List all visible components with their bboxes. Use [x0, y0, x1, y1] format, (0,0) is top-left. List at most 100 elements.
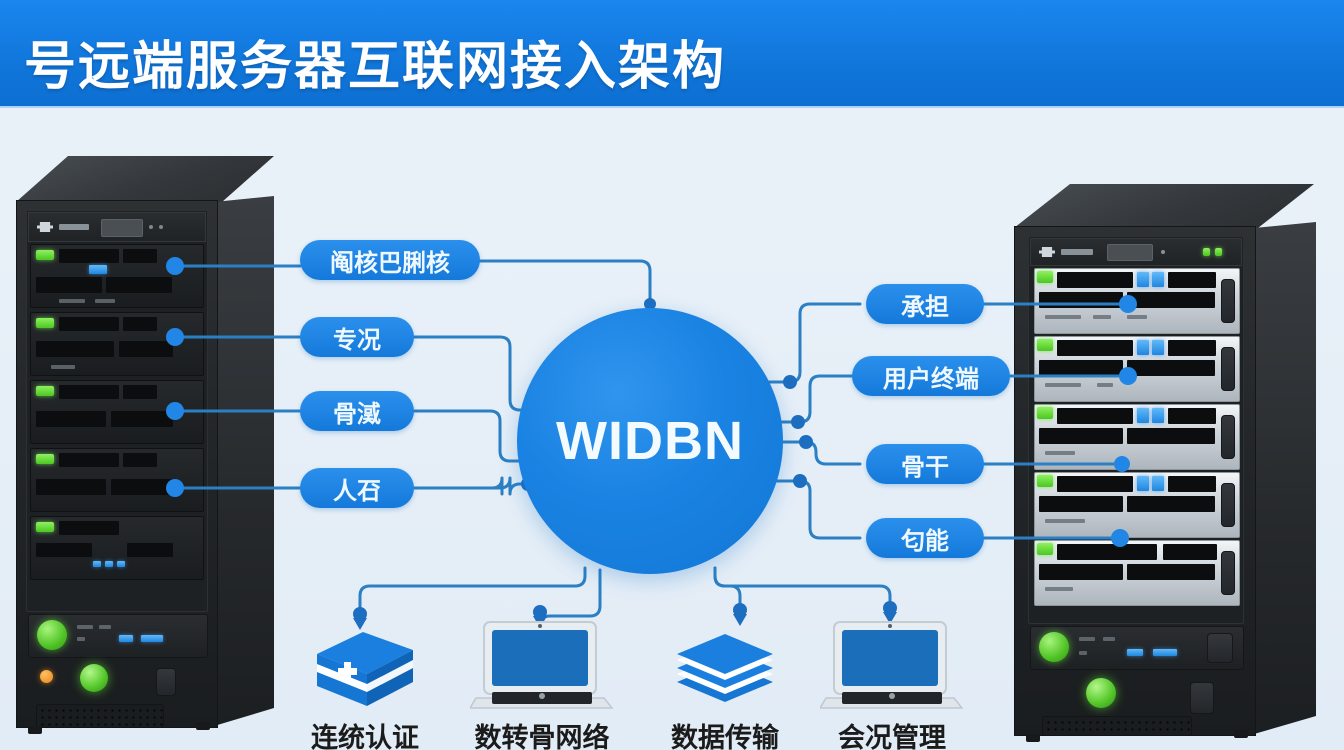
left-pill-1[interactable]: 阄核巴脷核 — [300, 240, 480, 280]
power-button[interactable] — [80, 664, 108, 692]
rack-door-handle[interactable] — [1207, 633, 1233, 663]
right-pill-4[interactable]: 匂能 — [866, 518, 984, 558]
rack-blade — [1034, 336, 1240, 402]
blade-port-row — [1057, 408, 1133, 424]
node-arrow-2 — [533, 605, 547, 619]
blade-status-led — [1037, 271, 1053, 283]
blade-eject-handle[interactable] — [1221, 279, 1235, 323]
blade-eject-handle[interactable] — [1221, 347, 1235, 391]
wire-hub-to-node-1 — [358, 566, 587, 618]
blade-status-led — [1037, 543, 1053, 555]
wire-pill-4-elbow — [411, 476, 504, 496]
blade-drive-slot — [59, 385, 119, 399]
connector-wires — [166, 257, 1137, 630]
panel-label-text — [1079, 651, 1087, 655]
status-led-a — [1161, 250, 1165, 254]
rack-blade — [1034, 268, 1240, 334]
wire-dot-top — [644, 298, 656, 310]
blade-status-led — [36, 386, 54, 396]
blade-drive-slot — [123, 453, 157, 467]
wire-dot-right-3 — [799, 435, 813, 449]
vendor-name-text — [59, 224, 89, 230]
blade-eject-handle[interactable] — [1221, 415, 1235, 459]
node-2-icon-wrap[interactable] — [468, 618, 615, 714]
blade-eject-handle[interactable] — [1221, 483, 1235, 527]
wire-pill-3-to-hub — [411, 409, 530, 463]
rack-control-panel — [1030, 626, 1244, 670]
rack-blade — [30, 312, 204, 376]
blade-link-led — [105, 561, 113, 567]
power-dial-icon — [1039, 632, 1069, 662]
blade-eject-handle[interactable] — [1221, 551, 1235, 595]
blade-port-row — [1057, 544, 1157, 560]
node-arrow-tip-3 — [733, 614, 747, 626]
blade-port-row — [1039, 428, 1123, 444]
blade-label-text — [1045, 383, 1081, 387]
blade-label-text — [51, 365, 75, 369]
wire-dot-rack-right-2 — [1119, 367, 1137, 385]
right-pill-3[interactable]: 骨干 — [866, 444, 984, 484]
blade-link-led — [1152, 408, 1164, 423]
blade-link-led — [93, 561, 101, 567]
blade-status-led — [1037, 407, 1053, 419]
power-button[interactable] — [1086, 678, 1116, 708]
blade-drive-slot — [123, 249, 157, 263]
blade-drive-slot — [59, 521, 119, 535]
rack-lcd-display — [101, 219, 143, 237]
laptop-icon — [818, 621, 964, 709]
blade-label-text — [1045, 315, 1081, 319]
blade-status-led — [1037, 475, 1053, 487]
rack-blade — [30, 380, 204, 444]
blade-port-row — [36, 411, 106, 427]
blade-port-row — [1168, 340, 1216, 356]
blade-label-text — [1097, 383, 1113, 387]
header-bar: 号远端服务器互联网接入架构 — [0, 0, 1344, 106]
central-hub-node[interactable]: WIDBN — [517, 308, 783, 574]
wire-hub-to-node-4 — [713, 566, 892, 612]
left-pill-3[interactable]: 骨㵄 — [300, 391, 414, 431]
blade-label-text — [95, 299, 115, 303]
blade-port-row — [36, 543, 92, 557]
vendor-logo-icon — [37, 222, 53, 232]
hub-label: WIDBN — [556, 411, 744, 471]
status-led-b — [159, 225, 163, 229]
blade-status-led — [36, 318, 54, 328]
right-pill-1[interactable]: 承担 — [866, 284, 984, 324]
blade-port-row — [111, 479, 173, 495]
node-1-icon-wrap[interactable] — [305, 624, 425, 714]
blade-port-row — [1168, 408, 1216, 424]
blade-port-row — [1127, 564, 1215, 580]
left-pill-2[interactable]: 专况 — [300, 317, 414, 357]
wire-dot-right-4 — [793, 474, 807, 488]
blade-link-led — [89, 265, 107, 274]
right-pill-2[interactable]: 用户终端 — [852, 356, 1010, 396]
wire-hub-to-rpill-3 — [768, 440, 862, 466]
node-arrow-1 — [353, 607, 367, 621]
right-server-rack — [1010, 184, 1340, 750]
blade-link-led — [1137, 408, 1149, 423]
cube-box-icon — [317, 632, 413, 706]
blade-port-row — [1039, 360, 1123, 376]
node-arrow-tip-4 — [883, 612, 897, 624]
left-pill-1-label: 阄核巴脷核 — [330, 249, 450, 277]
node-3-icon-wrap[interactable] — [665, 624, 785, 714]
rack-door-handle[interactable] — [1190, 682, 1214, 714]
blade-port-row — [111, 411, 173, 427]
left-pill-4[interactable]: 人䂖 — [300, 468, 414, 508]
rack-door-handle[interactable] — [156, 668, 176, 696]
right-pill-2-label: 用户终端 — [883, 365, 979, 393]
blade-link-led — [1152, 272, 1164, 287]
rack-blade — [30, 244, 204, 308]
panel-label-text — [1079, 637, 1095, 641]
wire-dot-rack-left-3 — [166, 402, 184, 420]
panel-label-text — [77, 637, 85, 641]
blade-port-row — [127, 543, 173, 557]
blade-port-row — [106, 277, 172, 293]
right-pill-4-label: 匂能 — [901, 527, 949, 555]
wire-dot-rack-right-1 — [1119, 295, 1137, 313]
blade-port-row — [1168, 272, 1216, 288]
rack-blade — [1034, 472, 1240, 538]
node-2-label: 数转骨网络 — [474, 723, 610, 750]
node-4-icon-wrap[interactable] — [818, 618, 965, 714]
wire-pill-4-to-hub — [411, 476, 530, 496]
